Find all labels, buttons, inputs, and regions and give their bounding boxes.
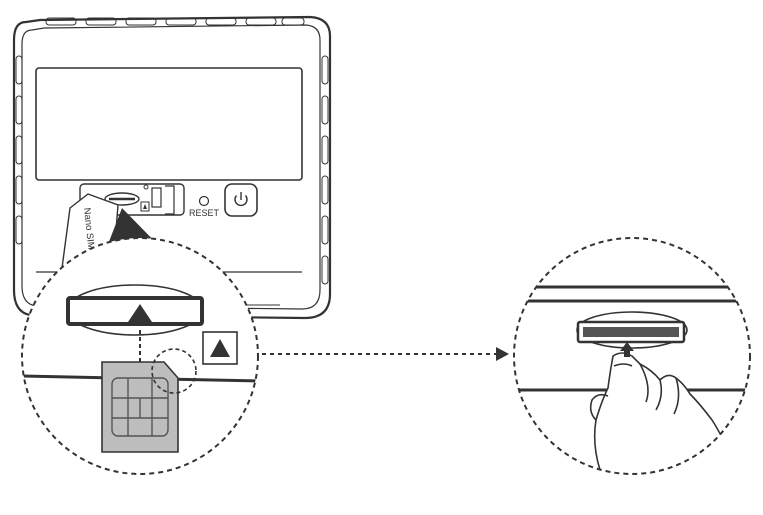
rear-panel-cover: [35, 67, 303, 181]
sim-card-label: Nano SIM: [81, 207, 96, 250]
notch-highlight: [151, 348, 197, 394]
router-body: RESET Nano SIM: [12, 15, 332, 320]
hand-illustration: [589, 352, 749, 474]
direction-arrow: [262, 347, 509, 361]
slot-switch: [151, 187, 162, 208]
reset-button[interactable]: [198, 195, 210, 207]
sim-icon-small: [140, 201, 150, 212]
left-detail-circle: [21, 237, 259, 475]
vent-slots-top: [45, 17, 305, 26]
sim-orientation-icon: [202, 331, 238, 365]
reset-label: RESET: [189, 208, 220, 218]
sim-chip-card: [101, 361, 179, 453]
sim-slot-zoomed[interactable]: [66, 296, 204, 326]
up-arrow-icon: [128, 304, 152, 322]
insert-arrow-icon: [620, 342, 634, 357]
right-detail-circle: [513, 237, 751, 475]
vent-slots-sides: [15, 55, 329, 285]
power-icon: [234, 192, 248, 207]
